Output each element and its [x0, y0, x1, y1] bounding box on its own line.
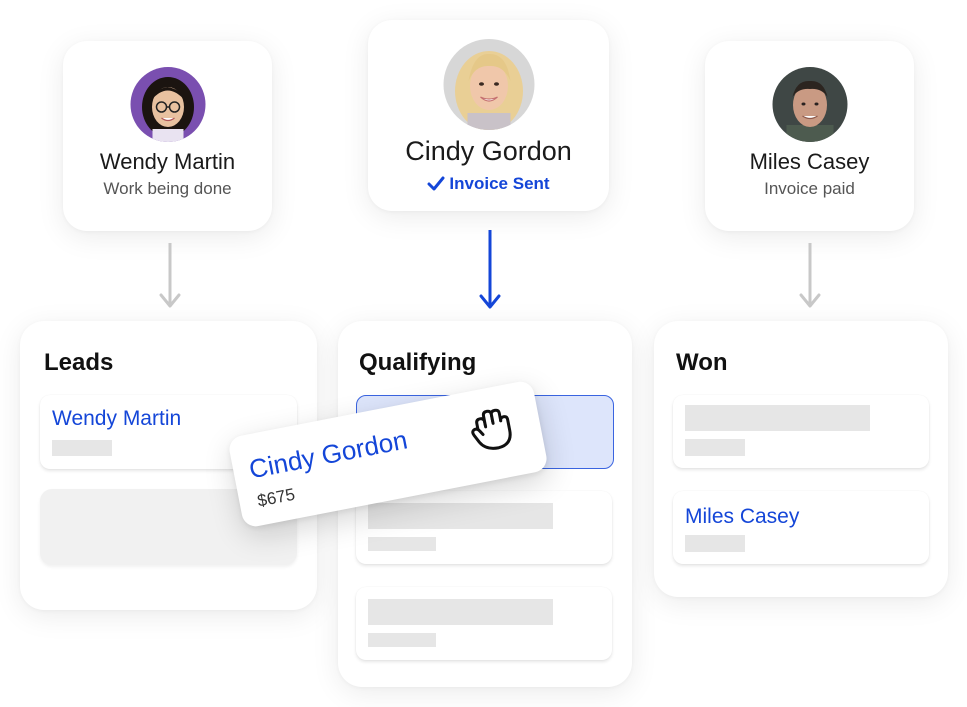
placeholder-bar [52, 440, 112, 456]
person-name: Cindy Gordon [405, 136, 572, 166]
column-title: Won [676, 349, 728, 376]
avatar [772, 67, 847, 142]
person-status: Invoice Sent [368, 174, 609, 194]
list-item[interactable] [356, 491, 612, 564]
arrow-down-icon [158, 243, 182, 309]
person-status: Invoice paid [764, 179, 855, 198]
grab-hand-icon [462, 399, 523, 460]
placeholder-bar [685, 439, 745, 456]
dragged-card-name: Cindy Gordon [246, 424, 410, 485]
item-name: Wendy Martin [52, 407, 182, 430]
dragged-card[interactable]: Cindy Gordon $675 [227, 379, 549, 529]
person-name: Wendy Martin [99, 149, 236, 174]
column-title: Qualifying [359, 349, 477, 376]
placeholder-bar [685, 405, 870, 431]
list-item[interactable] [356, 587, 612, 660]
dragged-card-amount: $675 [255, 484, 297, 511]
person-card-wendy[interactable]: Wendy Martin Work being done [63, 41, 272, 231]
person-card-cindy[interactable]: Cindy Gordon Invoice Sent [368, 20, 609, 211]
avatar [443, 39, 534, 130]
placeholder-bar [368, 503, 553, 529]
person-name: Miles Casey [749, 149, 870, 174]
checkmark-icon [427, 174, 445, 194]
placeholder-bar [368, 537, 436, 551]
column-won: Won Miles Casey [654, 321, 948, 597]
arrow-down-icon [798, 243, 822, 309]
avatar [130, 67, 205, 142]
person-status: Work being done [103, 179, 232, 198]
column-qualifying: Qualifying [338, 321, 632, 687]
item-name: Miles Casey [685, 505, 800, 528]
list-item[interactable] [673, 395, 929, 468]
placeholder-bar [368, 599, 553, 625]
placeholder-bar [368, 633, 436, 647]
arrow-down-icon [478, 230, 502, 310]
list-item[interactable]: Miles Casey [673, 491, 929, 564]
person-status-text: Invoice Sent [449, 174, 550, 193]
column-title: Leads [44, 349, 114, 376]
person-card-miles[interactable]: Miles Casey Invoice paid [705, 41, 914, 231]
placeholder-bar [685, 535, 745, 552]
